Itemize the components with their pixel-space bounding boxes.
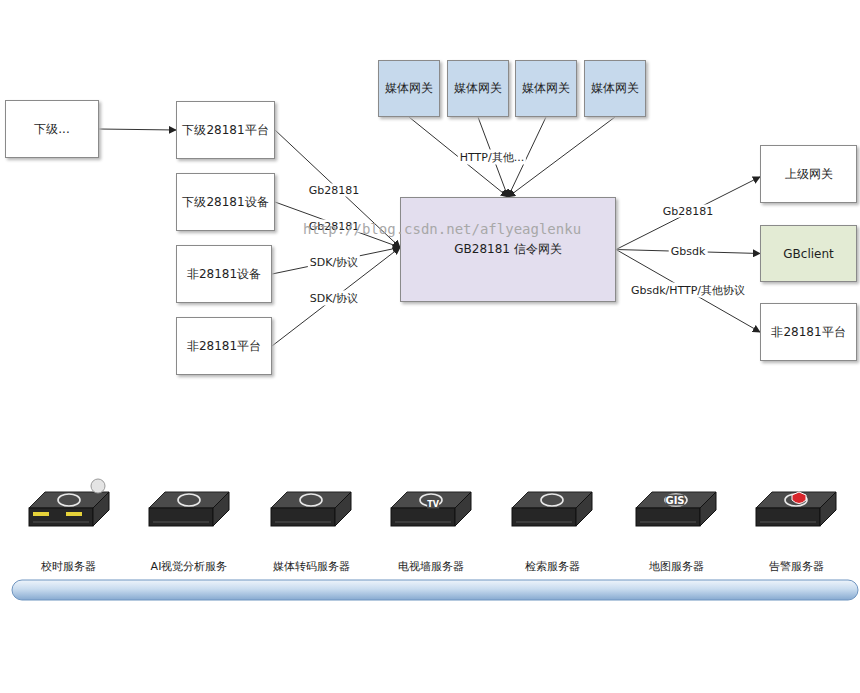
edge-label: Gb28181 xyxy=(307,184,362,197)
edge-label: SDK/协议 xyxy=(308,291,360,306)
box-text: 媒体网关 xyxy=(385,80,433,97)
network-bus xyxy=(12,580,858,600)
process-box: 媒体网关 xyxy=(515,60,577,117)
process-box: 上级网关 xyxy=(760,145,857,203)
server-label: AI视觉分析服务 xyxy=(151,559,228,574)
process-box: 媒体网关 xyxy=(447,60,509,117)
box-text: 非28181平台 xyxy=(187,338,261,355)
connector-arrow xyxy=(616,177,760,250)
connector-arrow xyxy=(272,247,400,346)
server-label: 告警服务器 xyxy=(769,559,824,574)
edge-label: Gbsdk xyxy=(669,245,708,258)
watermark: http://blog.csdn.net/aflyeaglenku xyxy=(303,221,581,237)
connector-arrow xyxy=(616,250,760,333)
process-box: 媒体网关 xyxy=(378,60,440,117)
process-box: 非28181平台 xyxy=(760,303,857,361)
process-box: 媒体网关 xyxy=(584,60,646,117)
server-label: 地图服务器 xyxy=(649,559,704,574)
box-text: 下级... xyxy=(34,121,69,138)
box-text: 媒体网关 xyxy=(522,80,570,97)
box-text: GBclient xyxy=(783,247,834,261)
box-text: 非28181平台 xyxy=(771,324,845,341)
server-label: 媒体转码服务器 xyxy=(273,559,350,574)
box-text: 媒体网关 xyxy=(591,80,639,97)
process-box: 下级28181设备 xyxy=(176,173,275,231)
process-box: 下级28181平台 xyxy=(176,101,275,159)
process-box: 非28181平台 xyxy=(176,317,272,375)
icon-text: GIS xyxy=(665,495,684,506)
box-text: 非28181设备 xyxy=(187,266,261,283)
icon-text: TV xyxy=(427,500,439,509)
connector-arrow xyxy=(99,129,176,130)
edge-label: HTTP/其他... xyxy=(458,150,526,165)
process-box: GBclient xyxy=(760,225,857,282)
edge-label: Gb28181 xyxy=(661,205,716,218)
box-text: 下级28181平台 xyxy=(182,122,268,139)
box-text: 上级网关 xyxy=(785,166,833,183)
connector-arrow xyxy=(272,247,400,274)
server-label: 电视墙服务器 xyxy=(398,559,464,574)
server-icons xyxy=(29,479,836,526)
process-box: 下级... xyxy=(5,100,99,158)
edge-label: Gbsdk/HTTP/其他协议 xyxy=(629,283,747,298)
server-label: 校时服务器 xyxy=(41,559,96,574)
box-text: 媒体网关 xyxy=(454,80,502,97)
box-text: GB28181 信令网关 xyxy=(454,241,562,258)
server-label: 检索服务器 xyxy=(525,559,580,574)
process-box: 非28181设备 xyxy=(176,245,272,303)
box-text: 下级28181设备 xyxy=(182,194,268,211)
process-box: GB28181 信令网关 xyxy=(400,197,616,302)
edge-label: SDK/协议 xyxy=(308,255,360,270)
